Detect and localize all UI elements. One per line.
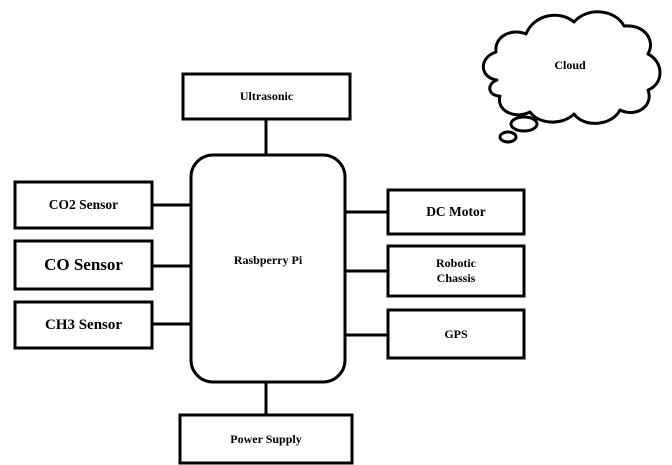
- robotic-chassis-label: Robotic Chassis: [436, 256, 476, 285]
- cloud-label: Cloud: [554, 57, 586, 72]
- raspberry-pi-label: Rasbperry Pi: [233, 252, 303, 267]
- power-supply-label: Power Supply: [230, 431, 302, 446]
- power-supply-box: [178, 413, 354, 465]
- gps-box: [386, 308, 526, 360]
- co-sensor-label: CO Sensor: [44, 255, 123, 275]
- ch3-sensor-label: CH3 Sensor: [44, 316, 123, 333]
- co2-sensor-box: [13, 180, 154, 230]
- co-sensor-box: [13, 239, 154, 291]
- co2-sensor-label: CO2 Sensor: [48, 196, 119, 212]
- raspberry-pi-box: [189, 153, 347, 384]
- ultrasonic-label: Ultrasonic: [239, 89, 294, 103]
- gps-label: GPS: [444, 326, 468, 341]
- cloud-shape: [481, 10, 662, 144]
- ch3-sensor-box: [13, 300, 154, 350]
- robotic-chassis-box: [386, 244, 526, 298]
- connectors: [152, 119, 388, 415]
- ultrasonic-box: [181, 72, 352, 121]
- dc-motor-box: [386, 188, 526, 236]
- dc-motor-label: DC Motor: [426, 203, 486, 219]
